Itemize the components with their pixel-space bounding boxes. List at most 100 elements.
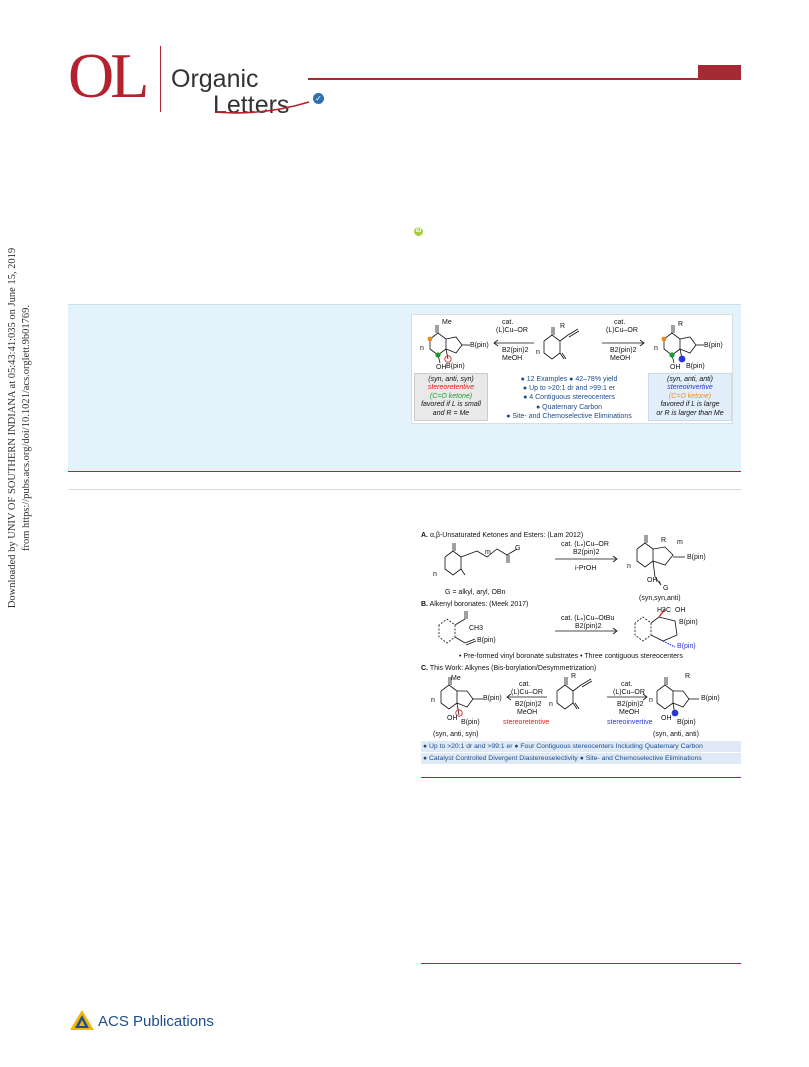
toc-right-reagent-4: MeOH xyxy=(610,355,631,362)
a-g2-label: G xyxy=(663,585,669,592)
toc-left-reagent-4: MeOH xyxy=(502,355,523,362)
c-right-reagent-3: B2(pin)2 xyxy=(617,701,644,708)
toc-right-reagent-3: B2(pin)2 xyxy=(610,347,637,354)
c-oh2-label: OH xyxy=(661,715,672,722)
toc-left-reagent-2: (L)Cu–OR xyxy=(496,327,528,334)
toc-right-reagent-2: (L)Cu–OR xyxy=(606,327,638,334)
a-reagent-3: i-PrOH xyxy=(575,565,597,572)
a-m2-label: m xyxy=(677,539,683,546)
section-b-heading: B. Alkenyl boronates: (Meek 2017) xyxy=(421,601,528,609)
toc-highlight-4: ● Quaternary Carbon xyxy=(535,403,603,411)
a-oh-label: OH xyxy=(647,577,658,584)
check-badge-icon[interactable]: ✓ xyxy=(313,93,324,104)
c-stereoretentive-tag: stereoretentive xyxy=(503,719,550,726)
c-stereoinvertive-tag: stereoinvertive xyxy=(607,719,653,726)
toc-right-box-line4: favored if L is large xyxy=(660,401,720,409)
b-bpin3-label: B(pin) xyxy=(677,643,696,650)
toc-right-box-line3: (C=O ketone) xyxy=(668,392,712,400)
section-c-letter: C. xyxy=(421,665,428,672)
toc-left-box-line4: favored if L is small xyxy=(421,401,481,409)
c-left-stereo: (syn, anti, syn) xyxy=(433,731,479,738)
abstract-separator xyxy=(68,489,741,490)
scheme-structures xyxy=(438,535,699,717)
c-right-reagent-4: MeOH xyxy=(619,709,640,716)
b-bpin2-label: B(pin) xyxy=(679,619,698,626)
header-tab xyxy=(698,65,741,79)
toc-right-box-line2: stereoinvertive xyxy=(667,384,713,392)
c-left-reagent-3: B2(pin)2 xyxy=(515,701,542,708)
section-b-title: Alkenyl boronates: (Meek 2017) xyxy=(429,601,529,608)
c-left-reagent-1: cat. xyxy=(519,681,531,688)
b-oh-label: OH xyxy=(675,607,686,614)
toc-left-reagent-1: cat. xyxy=(502,319,514,326)
c-right-stereo: (syn, anti, anti) xyxy=(653,731,699,738)
toc-right-box-line5: or R is larger than Me xyxy=(656,409,724,417)
b-reagent-2: B2(pin)2 xyxy=(575,623,602,630)
abstract-bottom-rule xyxy=(68,471,741,472)
download-banner: Downloaded by UNIV OF SOUTHERN INDIANA a… xyxy=(6,188,36,668)
b-bpin-label: B(pin) xyxy=(477,637,496,644)
journal-name-line2: Letters xyxy=(213,91,290,119)
toc-left-box-line5: and R = Me xyxy=(432,409,470,417)
toc-left-oh-label: OH xyxy=(436,364,447,371)
toc-right-r-label: R xyxy=(678,321,684,328)
logo-swoosh-icon xyxy=(214,101,310,114)
a-g-definition: G = alkyl, aryl, OBn xyxy=(445,589,506,596)
acs-logo-icon[interactable] xyxy=(69,1009,95,1031)
toc-left-bpin-label: B(pin) xyxy=(470,342,489,349)
c-left-reagent-4: MeOH xyxy=(517,709,538,716)
section-a-heading: A. α,β-Unsaturated Ketones and Esters: (… xyxy=(421,532,583,540)
section-c-title: This Work: Alkynes (Bis-borylation/Desym… xyxy=(429,665,597,672)
c-bpin3-label: B(pin) xyxy=(701,695,720,702)
toc-left-box-line2: stereoretentive xyxy=(427,384,475,392)
c-n2-label: n xyxy=(549,701,553,708)
toc-structures xyxy=(427,325,704,364)
b-ch3-label: CH3 xyxy=(469,625,484,632)
toc-left-bpin-bottom-label: B(pin) xyxy=(446,363,465,370)
toc-stereoretentive-box: (syn, anti, syn) stereoretentive (C=O ke… xyxy=(414,373,488,421)
toc-left-box-line3: (C=O ketone) xyxy=(429,392,473,400)
c-n3-label: n xyxy=(649,697,653,704)
publisher-name[interactable]: ACS Publications xyxy=(98,1013,214,1030)
features-row-2: ● Catalyst Controlled Divergent Diastere… xyxy=(421,753,741,764)
toc-left-box-line1: (syn, anti, syn) xyxy=(428,376,474,383)
toc-graphic: Me B(pin) OH B(pin) n cat. (L)Cu–OR B2(p… xyxy=(411,314,733,424)
figure-bottom-rule xyxy=(421,777,741,778)
c-oh-label: OH xyxy=(447,715,458,722)
toc-left-me-label: Me xyxy=(442,319,452,326)
toc-right-box-line1: (syn, anti, anti) xyxy=(667,376,713,383)
scheme-figure: A. α,β-Unsaturated Ketones and Esters: (… xyxy=(421,527,741,767)
a-stereo-label: (syn,syn,anti) xyxy=(639,595,681,602)
a-r-label: R xyxy=(661,537,667,544)
c-n-label: n xyxy=(431,697,435,704)
section-a-letter: A. xyxy=(421,532,428,539)
toc-stereoinvertive-box: (syn, anti, anti) stereoinvertive (C=O k… xyxy=(648,373,732,421)
toc-highlight-3: ● 4 Contiguous stereocenters xyxy=(523,394,615,402)
a-reagent-1: cat. (Lₙ)Cu–OR xyxy=(561,541,609,548)
orcid-icon[interactable]: iD xyxy=(414,227,423,236)
toc-right-bpin-bottom-label: B(pin) xyxy=(686,363,705,370)
toc-highlight-2: ● Up to >20:1 dr and >99:1 er xyxy=(522,385,616,393)
toc-highlight-5: ● Site- and Chemoselective Eliminations xyxy=(506,412,632,420)
c-bpin2-label: B(pin) xyxy=(461,719,480,726)
c-left-reagent-2: (L)Cu–OR xyxy=(511,689,543,696)
c-r2-label: R xyxy=(685,673,691,680)
toc-left-reagent-3: B2(pin)2 xyxy=(502,347,529,354)
a-reagent-2: B2(pin)2 xyxy=(573,549,600,556)
section-a-title: α,β-Unsaturated Ketones and Esters: (Lam… xyxy=(429,532,584,539)
toc-right-oh-label: OH xyxy=(670,364,681,371)
c-r-label: R xyxy=(571,673,577,680)
toc-right-n-label: n xyxy=(654,345,658,352)
section-b-letter: B. xyxy=(421,601,428,608)
download-banner-line2: from https://pubs.acs.org/doi/10.1021/ac… xyxy=(21,304,32,552)
download-banner-line1: Downloaded by UNIV OF SOUTHERN INDIANA a… xyxy=(7,247,18,609)
b-h3c-label: H3C xyxy=(657,607,672,614)
features-row-1: ● Up to >20:1 dr and >99:1 er ● Four Con… xyxy=(421,741,741,752)
a-n2-label: n xyxy=(627,563,631,570)
c-me-label: Me xyxy=(451,675,461,682)
c-right-reagent-2: (L)Cu–OR xyxy=(613,689,645,696)
section-c-heading: C. This Work: Alkynes (Bis-borylation/De… xyxy=(421,665,596,673)
header-rule xyxy=(308,78,741,80)
toc-right-bpin-label: B(pin) xyxy=(704,342,723,349)
toc-left-n-label: n xyxy=(420,345,424,352)
